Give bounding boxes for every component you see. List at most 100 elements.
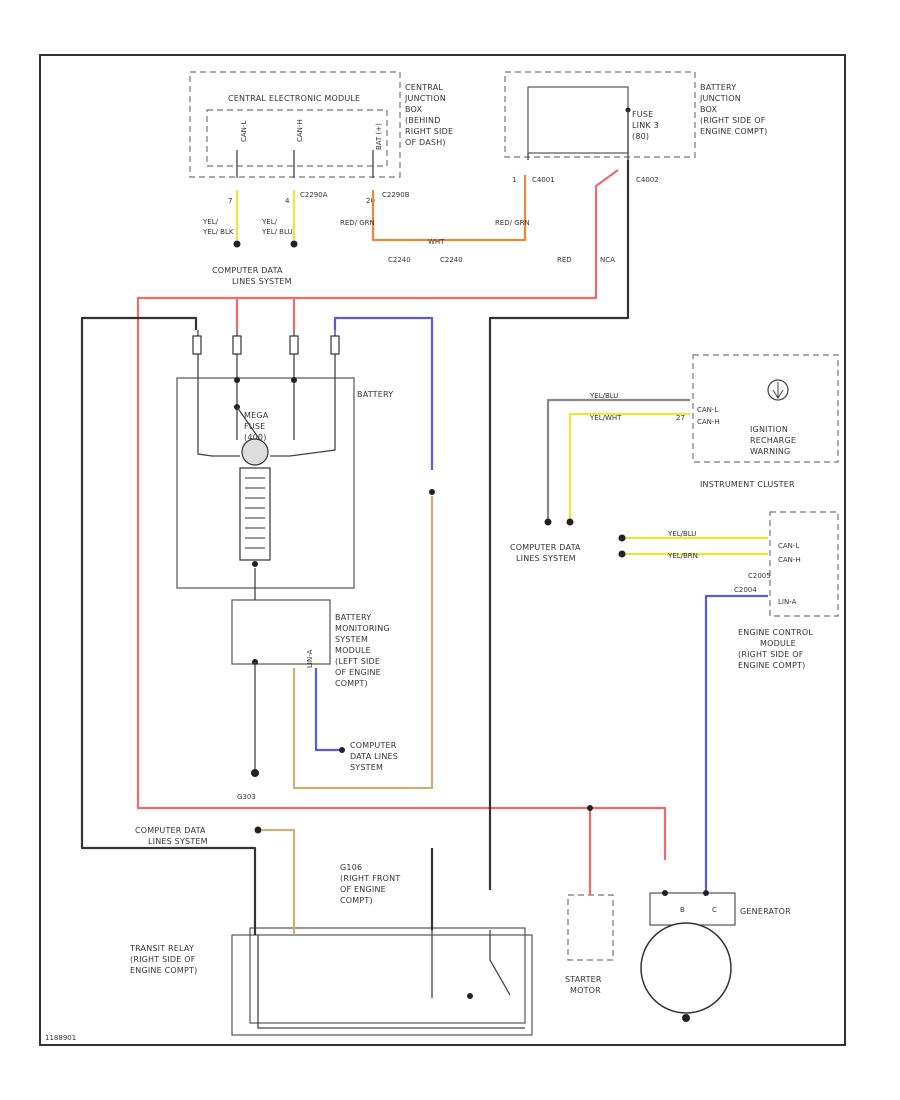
battery-junction-box-label-1: BATTERY <box>700 83 736 92</box>
central-electronic-module-label: CENTRAL ELECTRONIC MODULE <box>228 94 360 103</box>
wire-ic-can-l <box>546 398 690 520</box>
pin-20: 20 <box>366 197 375 205</box>
connector-c2290a: C2290A <box>300 191 328 199</box>
label-yel-brn-ecm: YEL/BRN <box>667 552 698 560</box>
bms-label-2: MONITORING <box>335 624 390 633</box>
battery-outline <box>176 377 355 589</box>
label-red-grn: RED/ GRN <box>340 219 375 227</box>
fuse-symbol-4 <box>330 335 340 355</box>
fuse-link-label-3: (80) <box>632 132 649 141</box>
relay-data-lines-1: COMPUTER DATA <box>135 826 206 835</box>
diagram-frame <box>39 54 846 1046</box>
transit-relay-label-1: TRANSIT RELAY <box>129 944 194 953</box>
ignition-warning-label-3: WARNING <box>750 447 790 456</box>
ground-g303 <box>251 769 259 777</box>
fuse-symbol-2 <box>232 335 242 355</box>
node-blue-tan <box>429 489 435 495</box>
battery-internal-4 <box>270 330 336 457</box>
battery-monitoring-module: BATTERY MONITORING SYSTEM MODULE (LEFT S… <box>231 599 390 688</box>
cem-pin-can-h: CAN-H <box>296 119 304 142</box>
g106-label-2: (RIGHT FRONT <box>340 874 400 883</box>
generator-label: GENERATOR <box>740 907 791 916</box>
pin-1: 1 <box>512 176 516 184</box>
central-junction-box-label-1: CENTRAL <box>405 83 443 92</box>
battery-junction-box-label-5: ENGINE COMPT) <box>700 127 767 136</box>
computer-data-lines-mid-1: COMPUTER DATA <box>510 543 581 552</box>
connector-c4001: C4001 <box>532 176 555 184</box>
node-red-starter <box>587 805 593 811</box>
battery-node-1 <box>234 377 240 383</box>
central-junction-box-label-4: (BEHIND <box>405 116 441 125</box>
transit-relay-label-2: (RIGHT SIDE OF <box>130 955 196 964</box>
fuse-link-label-1: FUSE <box>632 110 653 119</box>
wire-black-bjb <box>488 160 630 890</box>
wire-ecm-generator <box>704 594 768 890</box>
ecm-label-3: (RIGHT SIDE OF <box>738 650 804 659</box>
transit-relay-outline <box>231 934 533 1036</box>
instrument-cluster: IGNITION RECHARGE WARNING INSTRUMENT CLU… <box>692 354 839 489</box>
generator-pin-b: B <box>680 906 685 914</box>
generator-symbol <box>640 922 732 1014</box>
wire-red-main <box>136 169 667 860</box>
connector-c2005: C2005 <box>748 572 771 580</box>
ignition-warning-label-2: RECHARGE <box>750 436 796 445</box>
central-junction-box-label-3: BOX <box>405 105 423 114</box>
starter-motor-label-2: MOTOR <box>570 986 601 995</box>
ecm-label-1: ENGINE CONTROL <box>738 628 813 637</box>
wire-black-left-loop <box>80 316 257 880</box>
pin-7: 7 <box>228 197 232 205</box>
connector-c2240a: C2240 <box>388 256 411 264</box>
g106-label-4: COMPT) <box>340 896 373 905</box>
ecm-label-2: MODULE <box>760 639 796 648</box>
mega-fuse-symbol <box>241 438 269 466</box>
battery-label: BATTERY <box>357 390 393 399</box>
starter-motor-label-1: STARTER <box>565 975 602 984</box>
central-junction-box: CENTRAL JUNCTION BOX (BEHIND RIGHT SIDE … <box>189 71 453 178</box>
fuse-symbol-1 <box>192 335 202 355</box>
wire-tan-right <box>292 496 434 790</box>
instrument-cluster-label: INSTRUMENT CLUSTER <box>700 480 795 489</box>
label-yel-blu-ecm: YEL/BLU <box>667 530 696 538</box>
bms-label-1: BATTERY <box>335 613 371 622</box>
bms-pin-lin: LIN-A <box>306 649 314 668</box>
battery-junction-box-label-4: (RIGHT SIDE OF <box>700 116 766 125</box>
label-yel-blu-1: YEL/ <box>261 218 278 226</box>
battery-junction-box-outline <box>504 71 696 158</box>
node-ecm-1 <box>618 534 626 542</box>
connector-c2004: C2004 <box>734 586 757 594</box>
relay-data-lines-2: LINES SYSTEM <box>148 837 208 846</box>
starter-motor-outline <box>567 894 614 961</box>
computer-data-lines-label-top-2: LINES SYSTEM <box>232 277 292 286</box>
central-electronic-module: CENTRAL ELECTRONIC MODULE CAN-L CAN-H BA… <box>206 94 388 167</box>
bms-data-lines-2: DATA LINES <box>350 752 398 761</box>
central-electronic-module-outline <box>206 109 388 167</box>
instrument-cluster-outline <box>692 354 839 463</box>
connector-c2240b: C2240 <box>440 256 463 264</box>
wire-blue-bms <box>314 668 340 752</box>
engine-control-module: CAN-L CAN-H LIN-A ENGINE CONTROL MODULE … <box>738 511 839 670</box>
fuse-link-label-2: LINK 3 <box>632 121 659 130</box>
relay-contact <box>467 993 473 999</box>
generator-red-node <box>662 890 668 896</box>
ecm-pin-lin: LIN-A <box>778 598 797 606</box>
label-yel-blu-ic: YEL/BLU <box>589 392 618 400</box>
starter-motor: STARTER MOTOR <box>565 894 614 995</box>
battery-internal-1 <box>197 330 240 457</box>
bms-data-lines-1: COMPUTER <box>350 741 397 750</box>
node-ecm-2 <box>618 550 626 558</box>
computer-data-lines-label-top: COMPUTER DATA <box>212 266 283 275</box>
generator-terminal-box <box>649 892 736 926</box>
wire-red-grn-link <box>371 175 527 242</box>
bms-label-3: SYSTEM <box>335 635 368 644</box>
transit-relay: TRANSIT RELAY (RIGHT SIDE OF ENGINE COMP… <box>129 927 533 1036</box>
wire-blue-top <box>333 316 434 470</box>
ecm-pin-can-l: CAN-L <box>778 542 799 550</box>
node-ic-2 <box>566 518 574 526</box>
bms-data-node <box>339 747 345 753</box>
connector-c4002: C4002 <box>636 176 659 184</box>
ecm-outline <box>769 511 839 617</box>
transit-relay-label-3: ENGINE COMPT) <box>130 966 197 975</box>
battery: BATTERY MEGA FUSE (400) <box>176 330 393 589</box>
mega-fuse-link <box>236 406 261 441</box>
